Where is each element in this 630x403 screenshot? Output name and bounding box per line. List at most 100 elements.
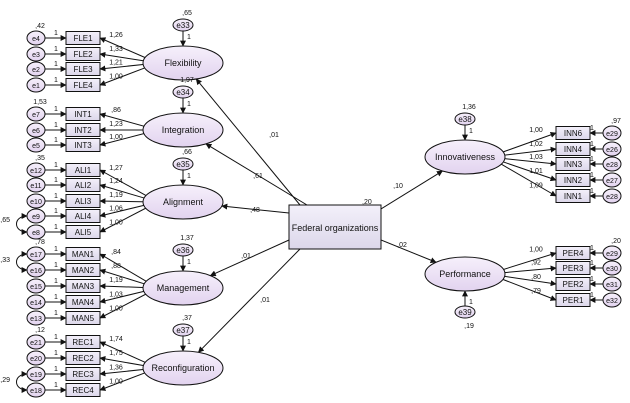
indicator-MAN2: MAN2: [65, 263, 101, 277]
error-variance: ,35: [35, 155, 45, 162]
indicator-INN3: INN3: [555, 157, 591, 171]
disturbance-fixed-weight: 1: [469, 299, 473, 306]
error-ellipse: [26, 224, 46, 240]
indicator-label: INN4: [564, 145, 583, 154]
path-arrow-management: [209, 239, 290, 277]
indicator-PER4: PER4: [555, 246, 591, 260]
disturbance-ellipse: [454, 112, 476, 126]
indicator-box: [65, 279, 101, 293]
error-ellipse: [602, 188, 622, 204]
indicator-label: INN1: [564, 192, 583, 201]
loading-REC3: 1,36: [109, 364, 123, 371]
indicator-box: [555, 261, 591, 275]
covariance-value-2: ,29: [0, 377, 10, 384]
error-e29: e29: [602, 125, 622, 141]
loading-INN3: 1,03: [529, 154, 543, 161]
factor-performance: Performance: [424, 256, 506, 292]
error-e32: e32: [602, 292, 622, 308]
factor-ellipse-management: [142, 270, 224, 306]
loading-arrow-MAN3: [99, 283, 150, 290]
error-name: e15: [30, 284, 42, 291]
error-ellipse: [26, 246, 46, 262]
error-name: e11: [30, 183, 41, 190]
disturbance-ellipse: [172, 18, 194, 32]
loading-arrow-MAN4: [99, 289, 150, 304]
error-e3: e3: [26, 46, 46, 62]
disturbance-fixed-weight: 1: [187, 101, 191, 108]
disturbance-name: e35: [176, 160, 190, 169]
indicator-box: [65, 335, 101, 349]
error-ellipse: [26, 193, 46, 209]
error-fixed-weight: 1: [54, 30, 58, 37]
indicator-ALI1: ALI1: [65, 163, 101, 177]
loading-arrow-FLE1: [99, 37, 150, 60]
federal-organizations-variance: ,20: [362, 199, 372, 206]
error-name: e10: [30, 199, 42, 206]
loading-arrow-REC1: [99, 341, 150, 365]
disturbance-e39: e39: [454, 305, 476, 319]
factor-management: Management: [142, 270, 224, 306]
indicator-ALI3: ALI3: [65, 194, 101, 208]
loading-REC1: 1,74: [109, 336, 123, 343]
error-name: e13: [30, 316, 42, 323]
factor-label-reconfiguration: Reconfiguration: [151, 363, 214, 373]
error-ellipse: [26, 30, 46, 46]
loading-arrow-MAN1: [99, 253, 150, 284]
error-fixed-weight: 1: [54, 77, 58, 84]
indicator-label: INT3: [74, 141, 92, 150]
error-name: e1: [32, 83, 40, 90]
loading-arrow-MAN5: [99, 292, 150, 319]
disturbance-variance: 1,36: [462, 104, 476, 111]
indicator-INN2: INN2: [555, 173, 591, 187]
path-arrow-flexibility: [195, 78, 301, 206]
error-name: e4: [32, 36, 40, 43]
error-e19: e19: [26, 366, 46, 382]
disturbance-variance: 1,37: [180, 235, 194, 242]
factor-label-flexibility: Flexibility: [164, 58, 202, 68]
loading-arrow-ALI3: [99, 198, 150, 205]
factor-reconfiguration: Reconfiguration: [142, 350, 224, 386]
error-fixed-weight: 1: [54, 137, 58, 144]
indicator-MAN3: MAN3: [65, 279, 101, 293]
factor-label-performance: Performance: [439, 269, 491, 279]
error-fixed-weight: 1: [54, 310, 58, 317]
error-name: e9: [32, 214, 40, 221]
error-name: e16: [30, 268, 42, 275]
disturbance-name: e36: [176, 246, 190, 255]
factor-ellipse-reconfiguration: [142, 350, 224, 386]
indicator-label: REC3: [72, 370, 94, 379]
loading-arrow-REC3: [99, 368, 150, 377]
error-e29: e29: [602, 245, 622, 261]
error-fixed-weight: 1: [590, 260, 594, 267]
disturbance-name: e39: [458, 308, 472, 317]
loading-MAN3: 1,19: [109, 277, 123, 284]
loading-arrow-INN3: [498, 157, 557, 167]
error-name: e19: [30, 372, 42, 379]
error-name: e29: [606, 251, 618, 258]
indicator-box: [65, 367, 101, 381]
loading-PER1: ,79: [531, 288, 541, 295]
error-ellipse: [26, 77, 46, 93]
error-ellipse: [26, 350, 46, 366]
error-ellipse: [602, 172, 622, 188]
disturbance-name: e34: [176, 88, 190, 97]
error-e27: e27: [602, 172, 622, 188]
indicator-label: FLE1: [73, 34, 93, 43]
loading-FLE4: 1,00: [109, 73, 123, 80]
error-e26: e26: [602, 141, 622, 157]
federal-organizations-node: Federal organizations ,20: [288, 199, 382, 250]
covariance-value-0: ,65: [0, 217, 10, 224]
error-fixed-weight: 1: [54, 46, 58, 53]
error-e14: e14: [26, 294, 46, 310]
indicator-REC3: REC3: [65, 367, 101, 381]
error-e31: e31: [602, 276, 622, 292]
factor-innovativeness: Innovativeness: [424, 139, 506, 175]
indicator-label: MAN2: [72, 266, 95, 275]
indicator-MAN1: MAN1: [65, 247, 101, 261]
loading-FLE1: 1,26: [109, 32, 123, 39]
indicator-FLE4: FLE4: [65, 78, 101, 92]
covariance-arrow-1: [16, 251, 28, 273]
covariance-arrow-0: [16, 213, 28, 235]
disturbance-e36: e36: [172, 243, 194, 257]
